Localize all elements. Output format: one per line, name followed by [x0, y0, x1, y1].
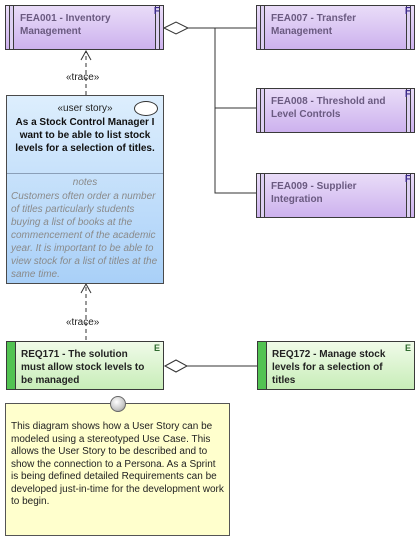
user-story-notes-heading: notes — [72, 177, 98, 188]
user-story-stereotype: «user story» — [57, 103, 113, 114]
feature-icon: F — [404, 89, 411, 100]
feature-fea001[interactable]: FEA001 - Inventory Management F — [5, 5, 164, 50]
aggregation-diamond-top — [162, 21, 190, 35]
note-text: This diagram shows how a User Story can … — [11, 421, 224, 507]
trace-arrow-top — [80, 49, 92, 61]
trace-label-bottom: «trace» — [66, 317, 100, 328]
feature-icon: F — [404, 6, 411, 17]
requirement-req172[interactable]: REQ172 - Manage stock levels for a selec… — [257, 341, 415, 390]
user-story-divider — [7, 173, 163, 174]
feature-label: FEA008 - Threshold and Level Controls — [271, 96, 386, 120]
feature-label: FEA001 - Inventory Management — [20, 13, 111, 37]
pin-icon — [110, 396, 126, 412]
requirement-icon: E — [404, 343, 411, 353]
feature-label: FEA009 - Supplier Integration — [271, 181, 357, 205]
user-story-notes: Customers often order a number of titles… — [11, 191, 158, 280]
trace-arrow-bottom — [80, 282, 92, 294]
diagram-note[interactable]: This diagram shows how a User Story can … — [5, 396, 230, 536]
feature-fea008[interactable]: FEA008 - Threshold and Level Controls F — [256, 88, 415, 133]
feature-fea009[interactable]: FEA009 - Supplier Integration F — [256, 173, 415, 218]
requirement-label: REQ171 - The solution must allow stock l… — [21, 349, 145, 386]
aggregation-line-fea009 — [214, 108, 256, 194]
trace-label-top: «trace» — [66, 72, 100, 83]
aggregation-diamond-bottom — [163, 359, 189, 373]
requirement-icon: E — [153, 343, 160, 353]
feature-icon: F — [153, 6, 160, 17]
user-story-name: As a Stock Control Manager I want to be … — [15, 117, 155, 154]
requirement-label: REQ172 - Manage stock levels for a selec… — [272, 349, 386, 386]
aggregation-line-fea008 — [214, 28, 256, 109]
feature-label: FEA007 - Transfer Management — [271, 13, 357, 37]
feature-fea007[interactable]: FEA007 - Transfer Management F — [256, 5, 415, 50]
feature-icon: F — [404, 174, 411, 185]
use-case-ellipse-icon — [134, 101, 158, 116]
requirement-req171[interactable]: REQ171 - The solution must allow stock l… — [6, 341, 164, 390]
user-story[interactable]: «user story» As a Stock Control Manager … — [6, 95, 164, 284]
